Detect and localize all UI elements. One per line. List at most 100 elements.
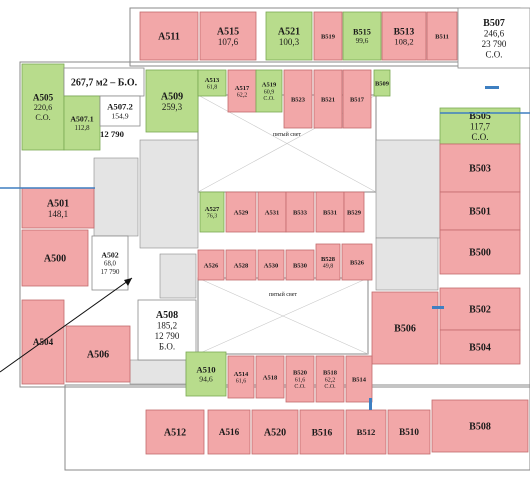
room-b523-label: B523 [291, 96, 306, 103]
room-b502[interactable]: B502 [439, 287, 521, 331]
room-a507-price[interactable]: 12 790 [100, 129, 125, 139]
room-b514-label: B514 [352, 376, 367, 383]
room-b531[interactable]: B531 [315, 191, 345, 233]
room-a510-area [185, 351, 227, 397]
room-a516[interactable]: A516 [207, 409, 251, 455]
room-b518-value-2: C.O. [324, 384, 336, 390]
room-a529-area [225, 191, 257, 233]
room-b512[interactable]: B512 [345, 409, 387, 455]
room-a526[interactable]: A526 [197, 249, 225, 281]
room-b506-label: B506 [394, 324, 416, 335]
room-a512[interactable]: A512 [145, 409, 205, 455]
room-b503[interactable]: B503 [439, 143, 521, 193]
room-a528[interactable]: A528 [225, 249, 257, 281]
room-b519[interactable]: B519 [313, 11, 343, 61]
room-a507-2-area [99, 95, 141, 127]
room-a507-1-value-1: 112,8 [74, 125, 90, 132]
room-a505-value-1: 220,6 [34, 103, 52, 112]
room-b519-label: B519 [321, 33, 336, 40]
room-a507-price-label: 12 790 [100, 129, 125, 139]
room-b523-area [283, 69, 313, 129]
room-a504[interactable]: A504 [21, 299, 65, 385]
room-b504[interactable]: B504 [439, 329, 521, 365]
room-b514[interactable]: B514 [345, 355, 373, 403]
room-b529[interactable]: B529 [343, 191, 365, 233]
room-a520[interactable]: A520 [251, 409, 299, 455]
room-b500[interactable]: B500 [439, 229, 521, 275]
room-a529[interactable]: A529 [225, 191, 257, 233]
room-b519-area [313, 11, 343, 61]
room-b508[interactable]: B508 [431, 399, 529, 453]
room-a530[interactable]: A530 [257, 249, 285, 281]
room-b507-label: B507 [483, 18, 505, 29]
room-b521[interactable]: B521 [313, 69, 343, 129]
room-b511[interactable]: B511 [426, 11, 458, 61]
room-a501-area [21, 187, 95, 229]
room-b509[interactable]: B509 [373, 69, 391, 97]
room-a518[interactable]: A518 [255, 355, 285, 399]
room-b520-label: B520 [293, 369, 307, 376]
room-a527-value-1: 76,3 [207, 214, 218, 220]
room-b506[interactable]: B506 [371, 291, 439, 365]
room-a515-area [199, 11, 257, 61]
room-b520-value-1: 61,6 [295, 377, 306, 383]
room-a521-area [265, 11, 313, 61]
room-a500[interactable]: A500 [21, 229, 89, 287]
room-a507-2-label: A507.2 [107, 101, 133, 111]
room-a528-label: A528 [234, 262, 249, 269]
north-light-well-label: пятый свет [273, 131, 301, 138]
room-a512-label: A512 [164, 428, 186, 439]
room-b512-label: B512 [357, 427, 376, 437]
room-b510[interactable]: B510 [387, 409, 431, 455]
room-a511[interactable]: A511 [139, 11, 199, 61]
room-a511-label: A511 [158, 32, 180, 43]
room-b502-label: B502 [469, 305, 491, 316]
room-b526[interactable]: B526 [341, 243, 373, 281]
entrance-markers [0, 86, 530, 410]
room-b514-area [345, 355, 373, 403]
room-b533[interactable]: B533 [285, 191, 315, 233]
room-a519-value-2: C.O. [263, 96, 275, 102]
room-b516[interactable]: B516 [299, 409, 345, 455]
room-b530-area [285, 249, 315, 281]
room-b530[interactable]: B530 [285, 249, 315, 281]
room-a506[interactable]: A506 [65, 325, 131, 383]
room-b509-label: B509 [375, 80, 390, 87]
room-b508-area [431, 399, 529, 453]
service-core-6 [129, 359, 187, 385]
room-b517[interactable]: B517 [342, 69, 372, 129]
room-a514-value-1: 61,6 [236, 379, 247, 385]
room-a515-value-1: 107,6 [218, 37, 239, 47]
room-b518-value-1: 62,2 [325, 377, 336, 383]
room-b501[interactable]: B501 [439, 191, 521, 231]
room-a507[interactable]: 267,7 м2 – Б.О. [63, 67, 145, 97]
room-b523[interactable]: B523 [283, 69, 313, 129]
room-a527-label: A527 [205, 206, 220, 213]
room-b504-area [439, 329, 521, 365]
room-a531[interactable]: A531 [257, 191, 287, 233]
